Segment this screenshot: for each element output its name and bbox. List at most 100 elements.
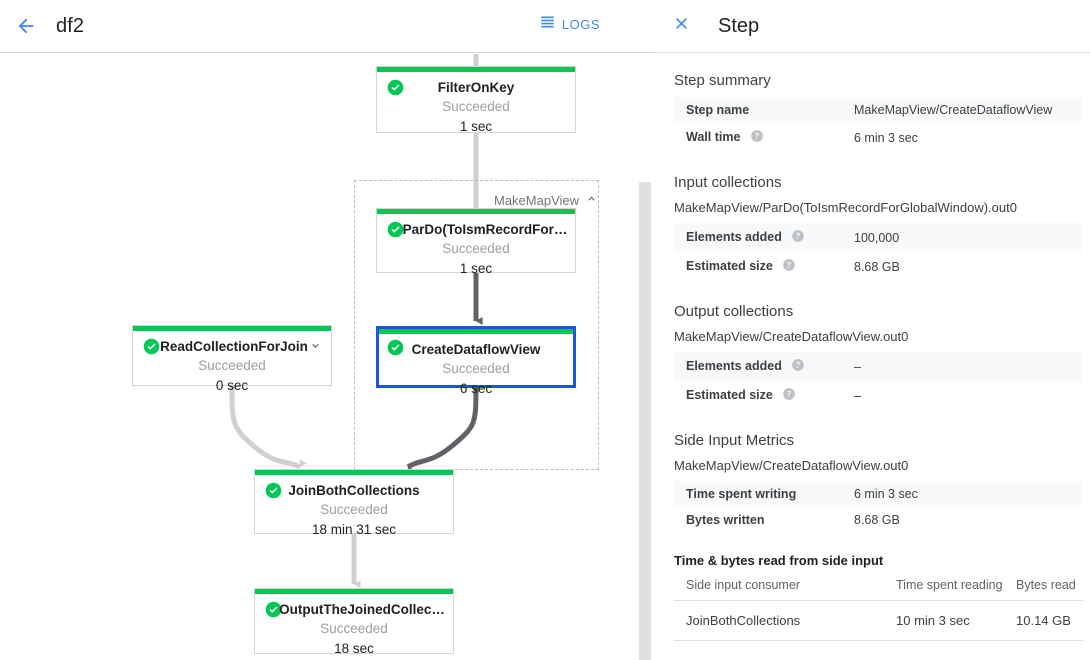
output-collections-table: Elements added – Estimated size [674, 352, 1082, 410]
row-key: Elements added [674, 223, 842, 252]
output-collection-name: MakeMapView/CreateDataflowView.out0 [674, 329, 909, 344]
table-row: Bytes written 8.68 GB [674, 507, 1082, 533]
check-circle-icon [387, 221, 404, 238]
node-body: FilterOnKey Succeeded 1 sec [377, 72, 575, 134]
graph-node-filteronkey[interactable]: FilterOnKey Succeeded 1 sec [376, 66, 576, 134]
graph-node-joinbothcollections[interactable]: JoinBothCollections Succeeded 18 min 31 … [254, 469, 454, 537]
node-title: ReadCollectionForJoin [160, 339, 308, 354]
check-circle-icon [387, 339, 404, 356]
row-key-label: Elements added [686, 230, 782, 244]
node-time: 1 sec [459, 261, 493, 276]
node-state: Succeeded [442, 241, 510, 256]
graph-node-readcollectionforjoin[interactable]: ReadCollectionForJoin Succeeded 0 sec [132, 325, 332, 393]
help-icon[interactable] [791, 358, 805, 375]
help-icon[interactable] [782, 258, 796, 275]
step-panel-title: Step [718, 14, 760, 37]
column-header-time-spent-reading[interactable]: Time spent reading [884, 570, 1004, 601]
node-time: 0 sec [215, 378, 249, 393]
node-body: OutputTheJoinedCollec… Succeeded 18 sec [255, 594, 453, 656]
logs-button-label: LOGS [561, 16, 600, 32]
step-panel-header: Step [652, 0, 1090, 53]
output-collections-heading: Output collections [674, 303, 794, 320]
step-panel-content: Step summary Step name MakeMapView/Creat… [652, 54, 1090, 660]
check-circle-icon [265, 482, 282, 499]
node-state: Succeeded [320, 621, 388, 636]
table-row: Elements added – [674, 352, 1082, 381]
row-value: 8.68 GB [854, 259, 900, 274]
row-key: Estimated size [674, 381, 842, 410]
node-time: 18 min 31 sec [311, 522, 397, 537]
check-circle-icon [387, 79, 404, 96]
row-key: Time spent writing [686, 487, 797, 501]
close-icon [672, 14, 691, 38]
node-status-bar [133, 326, 331, 331]
help-icon[interactable] [782, 387, 796, 404]
side-input-read-table: Side input consumer Time spent reading B… [674, 570, 1084, 641]
row-key: Estimated size [674, 252, 842, 281]
input-collection-name: MakeMapView/ParDo(ToIsmRecordForGlobalWi… [674, 200, 1017, 215]
row-key: Step name [686, 103, 750, 117]
cell-bytes-read: 10.14 GB [1004, 600, 1084, 641]
help-icon[interactable] [791, 229, 805, 246]
node-time: 18 sec [334, 641, 374, 656]
graph-node-pardo-toismrecord[interactable]: ParDo(ToIsmRecordFor… Succeeded 1 sec [376, 208, 576, 276]
row-value: 100,000 [854, 230, 900, 245]
logs-button[interactable]: LOGS [540, 14, 600, 34]
step-summary-heading: Step summary [674, 72, 771, 89]
group-label-text: MakeMapView [494, 192, 580, 208]
job-header-bar: df2 LOGS [0, 0, 652, 53]
graph-node-outputthejoinedcollection[interactable]: OutputTheJoinedCollec… Succeeded 18 sec [254, 588, 454, 656]
graph-group-label-makemapview[interactable]: MakeMapView [494, 192, 598, 208]
node-status-bar [255, 470, 453, 475]
node-state: Succeeded [442, 361, 510, 376]
node-body: CreateDataflowView Succeeded 6 sec [379, 334, 573, 396]
node-title: FilterOnKey [437, 80, 515, 95]
row-key-label: Estimated size [686, 259, 773, 273]
arrow-left-icon [15, 15, 37, 37]
node-title: ParDo(ToIsmRecordFor… [402, 222, 568, 237]
table-row: Elements added 100,000 [674, 223, 1082, 252]
column-header-side-input-consumer[interactable]: Side input consumer [674, 570, 884, 601]
node-time: 1 sec [459, 119, 493, 134]
node-status-bar [377, 209, 575, 214]
close-button[interactable] [664, 9, 698, 43]
node-time: 6 sec [459, 381, 493, 396]
row-value: – [854, 359, 861, 374]
table-row: JoinBothCollections 10 min 3 sec 10.14 G… [674, 600, 1084, 641]
node-body: JoinBothCollections Succeeded 18 min 31 … [255, 475, 453, 537]
node-status-bar [255, 589, 453, 594]
side-input-metrics-table: Time spent writing 6 min 3 sec Bytes wri… [674, 481, 1082, 533]
back-button[interactable] [6, 6, 46, 46]
graph-node-createdataflowview[interactable]: CreateDataflowView Succeeded 6 sec [376, 326, 576, 396]
node-state: Succeeded [198, 358, 266, 373]
column-header-bytes-read[interactable]: Bytes read [1004, 570, 1084, 601]
chevron-down-icon[interactable] [309, 339, 322, 357]
node-state: Succeeded [320, 502, 388, 517]
node-status-bar [377, 67, 575, 72]
help-icon[interactable] [750, 129, 764, 146]
node-state: Succeeded [442, 99, 510, 114]
table-row: Wall time 6 min 3 sec [674, 123, 1082, 152]
node-body: ReadCollectionForJoin Succeeded 0 sec [133, 331, 331, 393]
table-row: Time spent writing 6 min 3 sec [674, 481, 1082, 507]
graph-group-makemapview[interactable] [354, 180, 599, 470]
row-key: Bytes written [686, 513, 765, 527]
row-key-label: Estimated size [686, 388, 773, 402]
table-row: Step name MakeMapView/CreateDataflowView [674, 97, 1082, 123]
input-collections-table: Elements added 100,000 Estimated size [674, 223, 1082, 281]
graph-scrollbar-thumb[interactable] [639, 182, 651, 660]
step-summary-table: Step name MakeMapView/CreateDataflowView… [674, 97, 1082, 152]
row-key-label: Elements added [686, 359, 782, 373]
chevron-up-icon[interactable] [585, 192, 598, 208]
cell-time-spent-reading: 10 min 3 sec [884, 600, 1004, 641]
side-input-collection-name: MakeMapView/CreateDataflowView.out0 [674, 458, 909, 473]
node-status-bar [379, 329, 573, 334]
job-graph-canvas[interactable]: MakeMapView FilterOnKey [0, 54, 652, 660]
row-value: – [854, 388, 861, 403]
graph-edges [229, 54, 483, 588]
row-key: Elements added [674, 352, 842, 381]
page-title: df2 [56, 14, 85, 37]
input-collections-heading: Input collections [674, 174, 782, 191]
row-value: 6 min 3 sec [854, 130, 918, 145]
